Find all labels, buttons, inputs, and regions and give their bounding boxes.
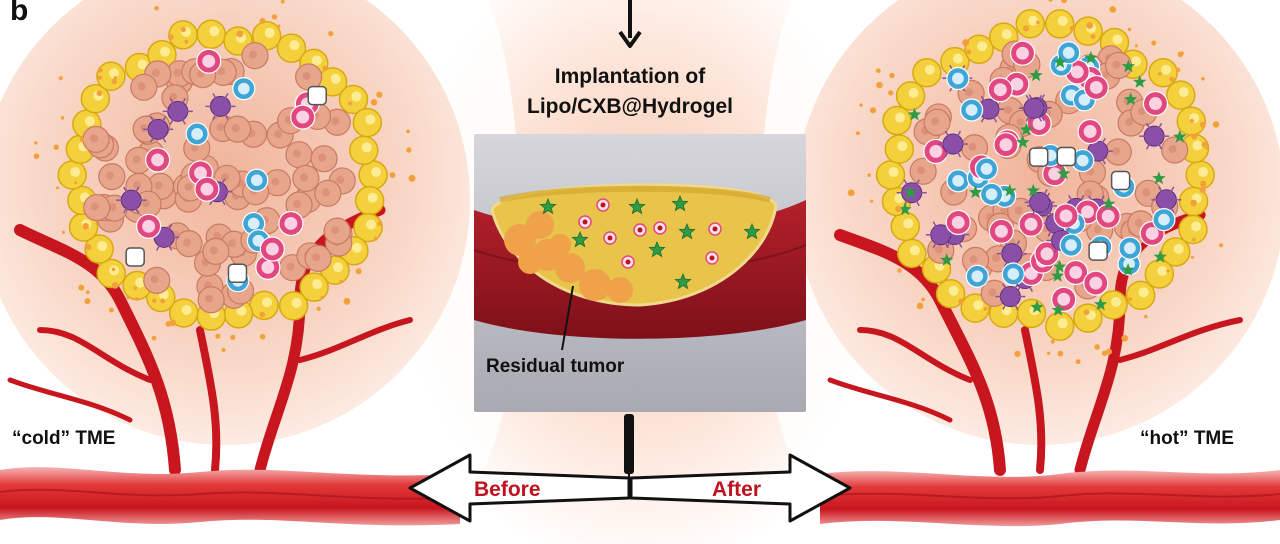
hot-tme-label: “hot” TME bbox=[1140, 428, 1234, 449]
residual-tumor-blob bbox=[504, 211, 633, 303]
drug-star-icon bbox=[571, 230, 589, 248]
right-main-vessel bbox=[819, 470, 1280, 527]
implantation-title-line2: Lipo/CXB@Hydrogel bbox=[527, 95, 733, 118]
hydrogel-implant-photo bbox=[473, 134, 807, 412]
after-arrow-head bbox=[629, 453, 852, 523]
panel-label: b bbox=[10, 0, 29, 27]
cold-tme-label: “cold” TME bbox=[12, 428, 116, 449]
left-tumor-cell-cluster bbox=[33, 0, 416, 352]
left-main-vessel bbox=[0, 467, 461, 526]
drug-star-icon bbox=[743, 222, 761, 240]
drug-star-icon bbox=[628, 197, 646, 215]
drug-star-icon bbox=[674, 272, 692, 290]
before-arrow-head bbox=[408, 453, 631, 523]
after-label: After bbox=[712, 478, 762, 501]
drug-star-icon bbox=[539, 197, 557, 215]
drug-star-icon bbox=[671, 194, 689, 212]
drug-star-icon bbox=[678, 222, 696, 240]
drug-star-icon bbox=[648, 240, 666, 258]
down-arrow-icon bbox=[618, 0, 642, 48]
implantation-title-line1: Implantation of bbox=[554, 65, 706, 88]
residual-pointer-line bbox=[561, 285, 574, 351]
right-tumor-cell-cluster bbox=[847, 0, 1224, 365]
before-label: Before bbox=[474, 478, 541, 501]
residual-tumor-label: Residual tumor bbox=[486, 356, 625, 377]
drug-particles bbox=[539, 194, 761, 290]
before-after-arrow bbox=[408, 453, 852, 523]
implantation-title: Implantation of Lipo/CXB@Hydrogel bbox=[480, 62, 780, 122]
